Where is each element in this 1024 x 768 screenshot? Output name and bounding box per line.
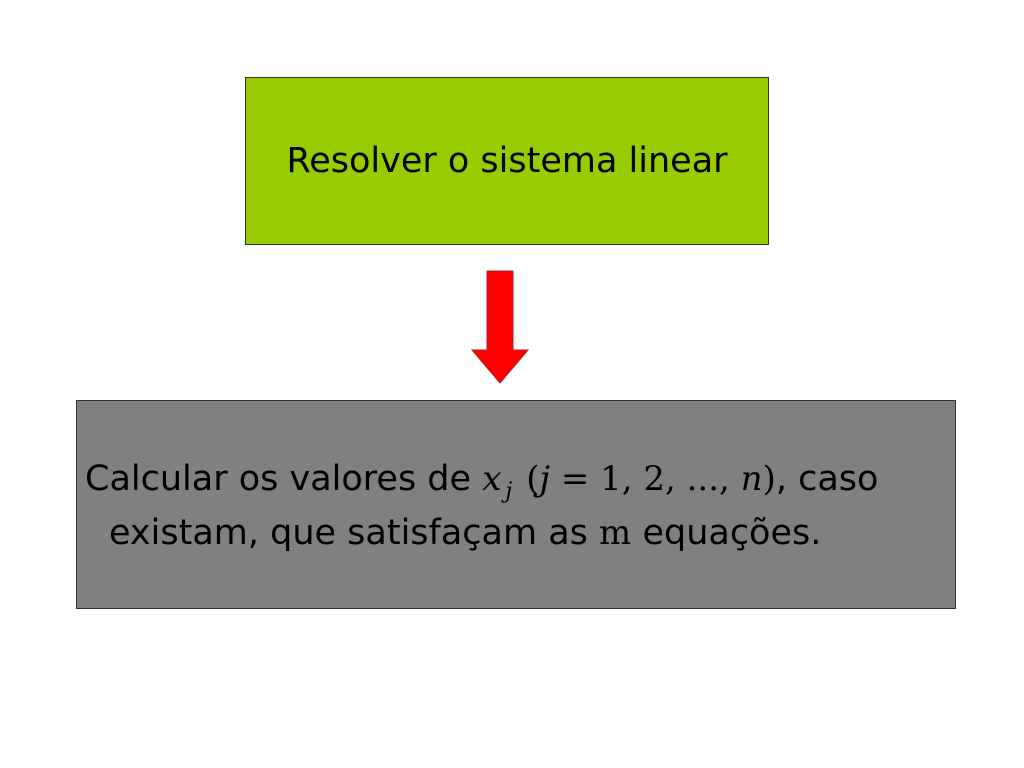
calculate-line-2: existam, que satisfaçam as m equações. (109, 513, 821, 553)
math-paren-close: ) (762, 459, 776, 499)
math-equals-list: = 1, 2, ..., (550, 459, 741, 499)
math-var-j: j (539, 459, 551, 499)
math-var-n: n (740, 459, 763, 499)
math-subscript-j: j (505, 479, 513, 504)
math-var-m: m (599, 513, 632, 553)
step-label-resolve: Resolver o sistema linear (286, 141, 728, 181)
math-paren-open: ( (526, 459, 540, 499)
math-var-x: x (482, 459, 502, 499)
calculate-text-prefix: Calcular os valores de (85, 459, 472, 499)
step-box-resolve: Resolver o sistema linear (245, 77, 769, 245)
down-arrow-icon (470, 270, 530, 384)
calculate-text-suffix: , caso (775, 459, 879, 499)
calculate-text-line2-prefix: existam, que satisfaçam as (109, 513, 588, 553)
calculate-text-line2-suffix: equações. (642, 513, 822, 553)
